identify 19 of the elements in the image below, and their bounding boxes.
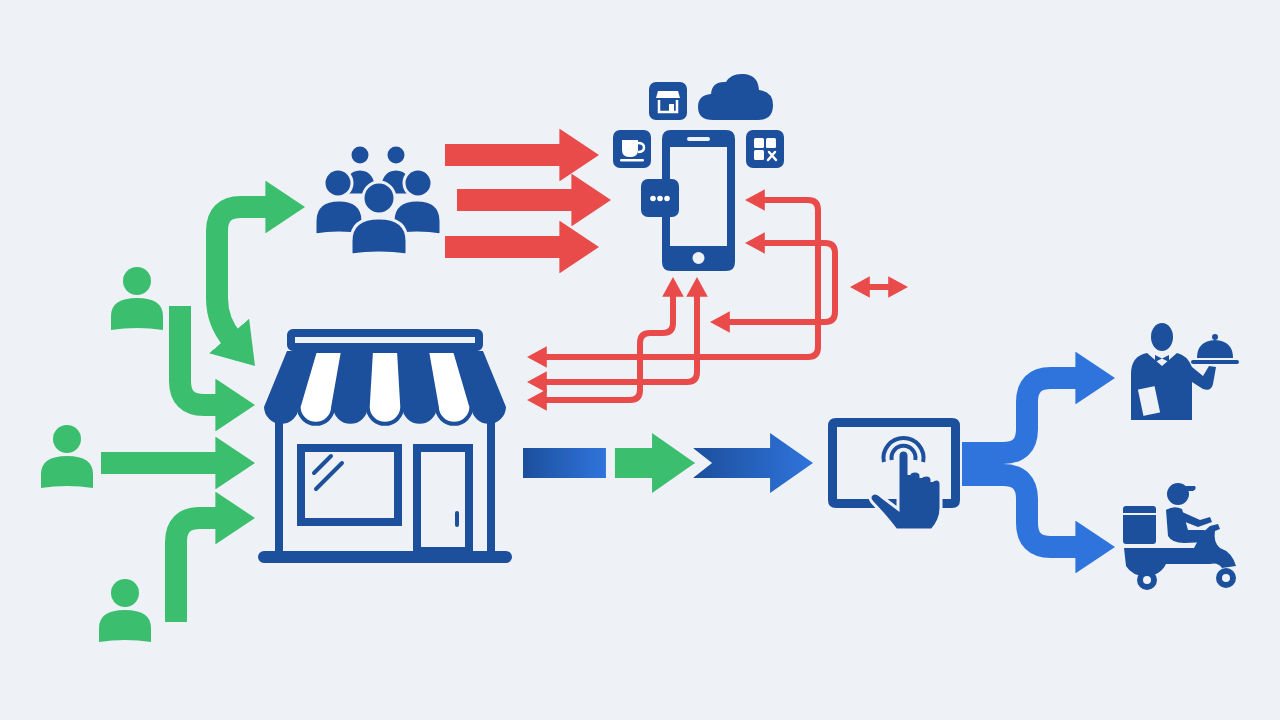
double-headed-arrow [710, 232, 838, 333]
double-headed-arrow [527, 189, 821, 368]
arrow [445, 128, 599, 182]
double-headed-arrow [527, 277, 708, 393]
arrow [165, 491, 255, 622]
arrow [457, 173, 611, 227]
person-icon [96, 578, 154, 644]
arrow [523, 433, 813, 493]
person-icon [38, 424, 96, 490]
arrow [445, 220, 599, 274]
arrow [962, 351, 1115, 464]
arrow [101, 436, 255, 490]
arrow [962, 464, 1115, 574]
storefront-icon [258, 327, 512, 563]
double-headed-arrow [527, 277, 684, 411]
smartphone-icon [662, 130, 735, 271]
delivery-scooter-icon [1122, 480, 1238, 592]
person-icon [108, 266, 166, 332]
double-headed-arrow [206, 180, 305, 366]
